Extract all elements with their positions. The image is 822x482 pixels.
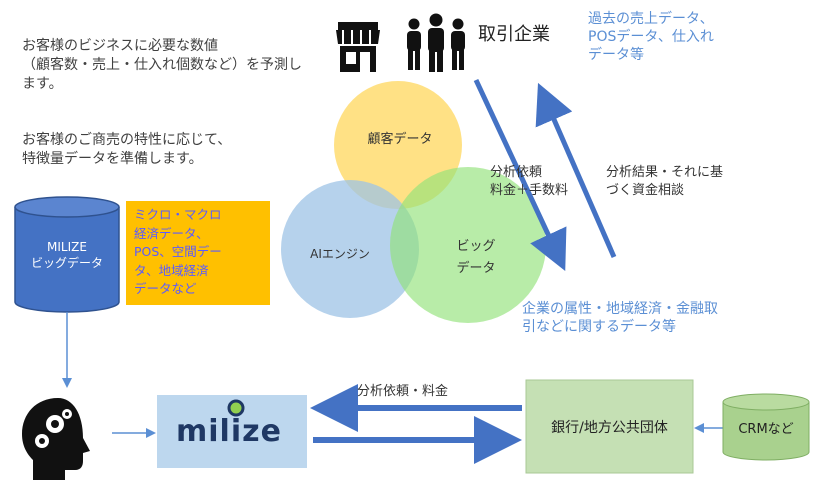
request-fee-label: 分析依頼 料金＋手数料 bbox=[490, 165, 569, 198]
result-arrow bbox=[535, 82, 617, 258]
bank-request-label: 分析依頼・料金 bbox=[357, 384, 449, 399]
people-icon bbox=[407, 13, 465, 72]
head-gears-icon bbox=[22, 398, 90, 480]
venn-ai-circle bbox=[281, 180, 419, 318]
milize-logo-text: milize bbox=[176, 414, 282, 449]
milize-data-note: ミクロ・マクロ 経済データ、 POS、空間デー タ、地域経済 データなど bbox=[134, 207, 222, 296]
business-data-note: 過去の売上データ、 POSデータ、仕入れ データ等 bbox=[588, 11, 714, 63]
bank-label: 銀行/地方公共団体 bbox=[551, 419, 668, 436]
bank-data-note: 企業の属性・地域経済・金融取 引などに関するデータ等 bbox=[522, 301, 718, 335]
bank-box bbox=[525, 379, 694, 474]
milize-database-cylinder bbox=[14, 196, 120, 313]
venn-ai-label: AIエンジン bbox=[310, 247, 370, 261]
analysis-result-label: 分析結果・それに基 づく資金相談 bbox=[606, 165, 724, 198]
crm-label: CRMなど bbox=[738, 421, 794, 437]
intro-prediction-text: お客様のビジネスに必要な数値 （顧客数・売上・仕入れ個数など）を予測します。 bbox=[22, 38, 302, 92]
intro-feature-text: お客様のご商売の特性に応じて、 特徴量データを準備します。 bbox=[22, 132, 232, 167]
intro-text: お客様のビジネスに必要な数値 （顧客数・売上・仕入れ個数など）を予測します。 お… bbox=[22, 18, 312, 206]
store-icon bbox=[336, 22, 380, 72]
request-arrow bbox=[473, 78, 567, 272]
milize-data-note-box bbox=[126, 201, 270, 305]
business-label: 取引企業 bbox=[478, 24, 550, 45]
venn-customer-label: 顧客データ bbox=[367, 132, 433, 147]
venn-bigdata-circle bbox=[390, 167, 546, 323]
milize-database-label: MILIZE ビッグデータ bbox=[30, 240, 103, 270]
logo-dot-icon bbox=[227, 399, 245, 417]
venn-bigdata-label: ビッグ データ bbox=[456, 239, 496, 276]
crm-cylinder bbox=[722, 393, 810, 461]
